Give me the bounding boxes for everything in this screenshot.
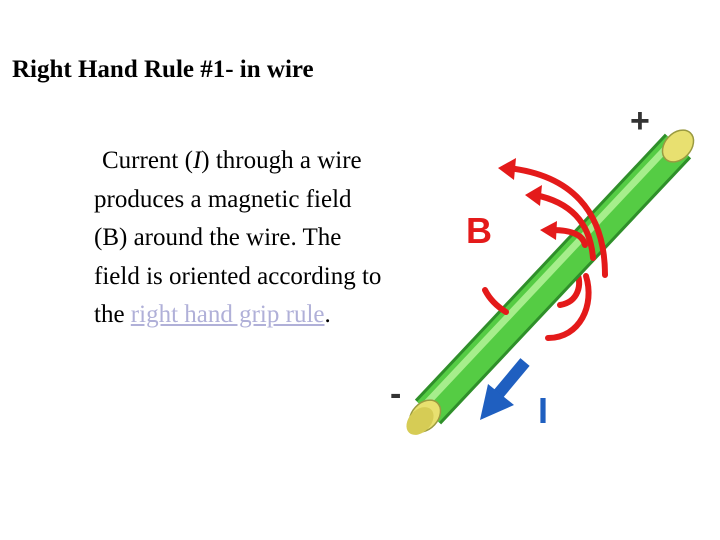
body-text-part1: Current ( xyxy=(102,147,193,174)
slide-title: Right Hand Rule #1- in wire xyxy=(12,56,314,84)
body-text: Current (I) through a wire produces a ma… xyxy=(94,142,384,335)
field-arrowhead-outer xyxy=(498,158,516,180)
wire-magnetic-field-diagram: + - B I xyxy=(380,100,720,445)
right-hand-grip-rule-link[interactable]: right hand grip rule xyxy=(131,301,325,328)
current-arrow-shaft xyxy=(495,362,525,398)
field-arrowhead-inner xyxy=(540,221,557,240)
current-label: I xyxy=(538,390,548,431)
plus-label: + xyxy=(630,102,650,140)
minus-label: - xyxy=(390,375,401,413)
body-text-end: . xyxy=(325,301,331,328)
field-line-lower-left xyxy=(485,290,506,312)
wire xyxy=(401,124,700,440)
field-label: B xyxy=(466,210,492,251)
field-arrowhead-middle xyxy=(525,185,542,206)
wire-body-fill xyxy=(428,146,678,412)
